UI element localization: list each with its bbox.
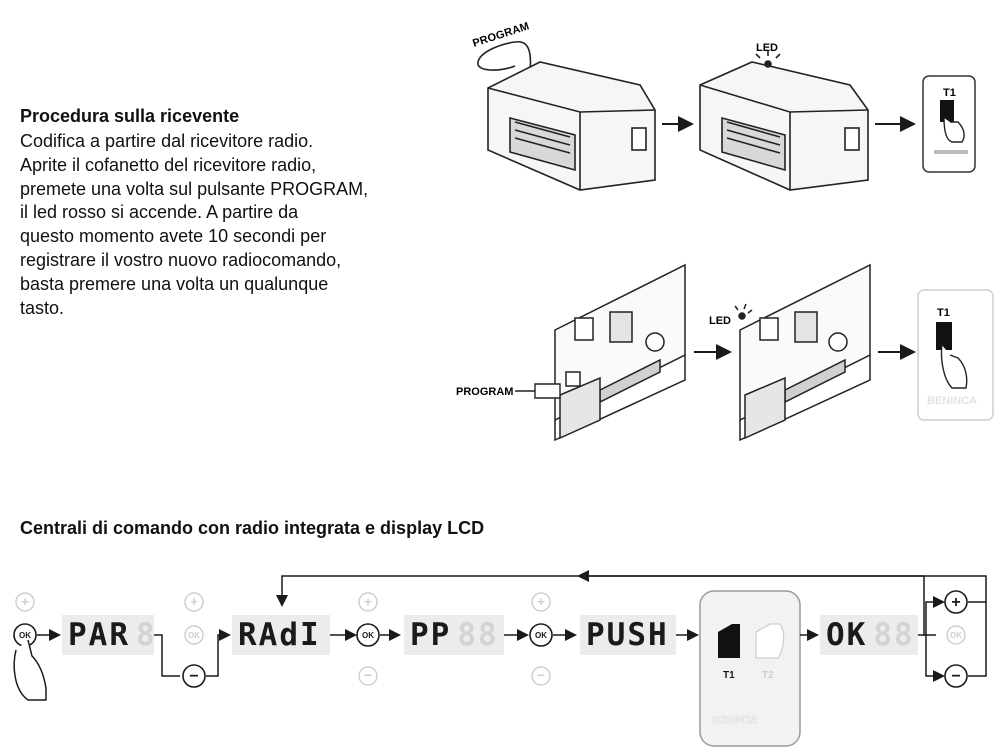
led-label: LED: [709, 315, 731, 327]
minus-glyph: −: [537, 667, 545, 683]
minus-button[interactable]: [944, 664, 968, 688]
control-board-illustration: [554, 263, 686, 442]
lcd-display-radi: RAdI: [232, 615, 330, 655]
pressing-hand-icon: [13, 639, 47, 701]
plus-button[interactable]: [358, 592, 378, 612]
body-line: tasto.: [20, 297, 65, 318]
remote-button-label: T1: [937, 307, 950, 319]
minus-glyph: −: [189, 668, 198, 685]
flow-connector: [206, 629, 231, 677]
remote-button-t1-label: T1: [723, 670, 735, 681]
control-board-led-illustration: [734, 263, 871, 442]
lcd-text: PP: [410, 617, 452, 653]
body-line: Codifica a partire dal ricevitore radio.: [20, 131, 314, 151]
plus-glyph: +: [364, 594, 372, 609]
ok-button[interactable]: [356, 623, 380, 647]
lcd-text: PUSH: [586, 617, 669, 653]
flow-connector: [918, 596, 945, 636]
body-line: il led rosso si accende. A partire da: [20, 202, 299, 223]
program-pointer: [515, 383, 561, 399]
minus-button[interactable]: [531, 666, 551, 686]
lcd-text: OK: [826, 617, 868, 653]
led-label: LED: [756, 42, 778, 54]
plus-glyph: +: [951, 594, 960, 611]
plus-button[interactable]: [944, 590, 968, 614]
body-line: premete una volta sul pulsante PROGRAM,: [20, 178, 369, 199]
receiver-section-title: Procedura sulla ricevente: [20, 106, 240, 126]
plus-button[interactable]: [531, 592, 551, 612]
flow-connector: [936, 575, 987, 602]
minus-button[interactable]: [358, 666, 378, 686]
ok-button[interactable]: [184, 625, 204, 645]
plus-glyph: +: [21, 594, 29, 609]
lcd-text: RAdI: [238, 617, 321, 653]
remote-control-illustration: [917, 289, 994, 421]
lcd-ghost-digits: 88: [457, 617, 499, 653]
step-1-buttons: [13, 592, 47, 701]
body-line: Aprite il cofanetto del ricevitore radio…: [20, 154, 317, 175]
body-line: questo momento avete 10 secondi per: [20, 226, 327, 247]
remote-button-t2-label: T2: [762, 670, 774, 681]
remote-brand-label: BENINCA: [927, 395, 977, 407]
receiver-box-illustration: [477, 41, 656, 191]
remote-brand-label: BENINCA: [712, 715, 758, 726]
ok-glyph: OK: [19, 631, 31, 640]
ok-glyph: OK: [188, 631, 200, 640]
flow-connector: [925, 635, 945, 682]
lcd-ghost-digits: 88: [873, 617, 915, 653]
ok-glyph: OK: [950, 631, 962, 640]
lcd-text: PAR: [68, 617, 130, 653]
minus-button[interactable]: [182, 664, 206, 688]
remote-control-illustration: [699, 590, 801, 747]
flow-connector: [968, 601, 987, 677]
body-line: registrare il vostro nuovo radiocomando,: [20, 249, 342, 270]
ok-button[interactable]: [529, 623, 553, 647]
lcd-display-push: PUSH: [580, 615, 676, 655]
receiver-box-led-illustration: [699, 51, 869, 191]
program-label: PROGRAM: [456, 386, 513, 398]
lcd-ghost-digits: 8: [136, 617, 157, 653]
minus-glyph: −: [951, 668, 960, 685]
lcd-section-title: Centrali di comando con radio integrata …: [20, 518, 485, 538]
minus-glyph: −: [364, 667, 372, 683]
ok-button[interactable]: [946, 625, 966, 645]
remote-button-label: T1: [943, 87, 956, 99]
body-line: basta premere una volta un qualunque: [20, 273, 329, 294]
plus-glyph: +: [190, 594, 198, 609]
receiver-section-body: Codifica a partire dal ricevitore radio.…: [20, 130, 460, 320]
plus-button[interactable]: [15, 592, 35, 612]
plus-button[interactable]: [184, 592, 204, 612]
ok-glyph: OK: [362, 631, 374, 640]
remote-control-illustration: [922, 75, 976, 173]
ok-glyph: OK: [535, 631, 547, 640]
plus-glyph: +: [537, 594, 545, 609]
flow-connector: [153, 634, 180, 677]
